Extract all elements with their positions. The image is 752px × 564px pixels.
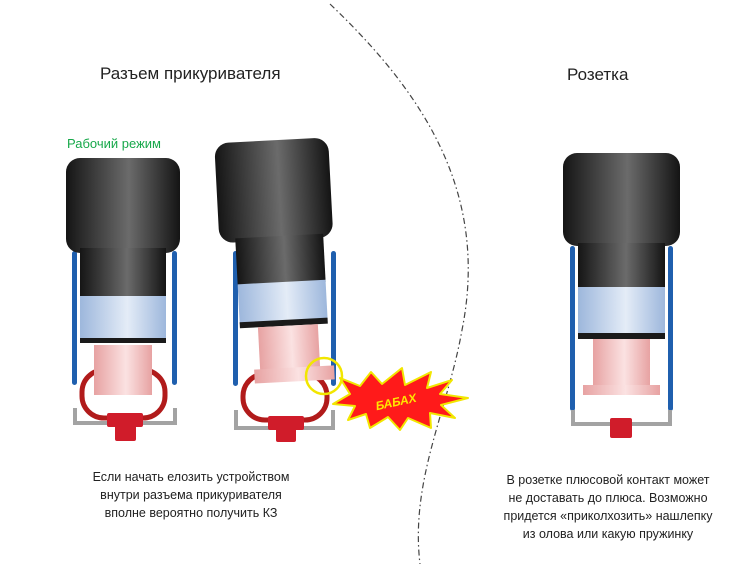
plug-neck bbox=[80, 248, 166, 298]
plug-tip bbox=[94, 345, 152, 395]
plug-cap bbox=[563, 153, 680, 246]
plus-terminal-top bbox=[610, 418, 632, 438]
plug-cap bbox=[66, 158, 180, 253]
note-right-line: не доставать до плюса. Возможно bbox=[508, 491, 708, 505]
title-cigarette-socket: Разъем прикуривателя bbox=[100, 64, 281, 83]
plus-terminal-top bbox=[107, 413, 143, 427]
plug-tip bbox=[257, 324, 321, 374]
plug-band-edge bbox=[239, 317, 328, 329]
note-left-line: Если начать елозить устройством bbox=[92, 470, 290, 484]
socket-wall-left bbox=[570, 246, 575, 411]
divider-line bbox=[329, 3, 469, 564]
plus-terminal-base bbox=[115, 425, 136, 441]
socket-wall-right bbox=[668, 246, 673, 411]
plug-tip-flange bbox=[254, 365, 335, 384]
socket-wall-left bbox=[72, 251, 77, 385]
note-right-line: придется «приколхозить» нашлепку bbox=[503, 509, 713, 523]
plug-outlet bbox=[563, 153, 680, 438]
socket-wall-left bbox=[233, 251, 238, 386]
plug-band-edge bbox=[80, 338, 166, 343]
plug-working-mode bbox=[66, 158, 180, 441]
socket-wall-right bbox=[172, 251, 177, 385]
plus-terminal-top bbox=[268, 416, 304, 430]
plug-band bbox=[80, 296, 166, 340]
plug-neck bbox=[578, 243, 665, 289]
plug-tip-flange bbox=[583, 385, 660, 395]
note-right-line: из олова или какую пружинку bbox=[522, 527, 694, 541]
note-right-line: В розетке плюсовой контакт может bbox=[506, 473, 710, 487]
bang-burst: БАБАХ bbox=[332, 367, 469, 431]
plug-neck bbox=[235, 233, 326, 287]
working-mode-label: Рабочий режим bbox=[67, 136, 161, 151]
note-left: Если начать елозить устройством внутри ра… bbox=[62, 468, 320, 522]
plug-tip bbox=[593, 339, 650, 387]
note-left-line: вполне вероятно получить КЗ bbox=[104, 506, 278, 520]
short-circuit-highlight bbox=[304, 356, 344, 396]
title-outlet: Розетка bbox=[567, 65, 629, 84]
plug-cap bbox=[214, 138, 333, 243]
note-right: В розетке плюсовой контакт может не доста… bbox=[482, 471, 734, 543]
plug-band bbox=[578, 287, 665, 333]
plug-tilted bbox=[214, 138, 344, 442]
socket-wall-right bbox=[331, 251, 336, 386]
plus-terminal-base bbox=[276, 428, 296, 442]
note-left-line: внутри разъема прикуривателя bbox=[100, 488, 282, 502]
plug-band bbox=[237, 279, 328, 325]
plug-band-edge bbox=[578, 333, 665, 339]
